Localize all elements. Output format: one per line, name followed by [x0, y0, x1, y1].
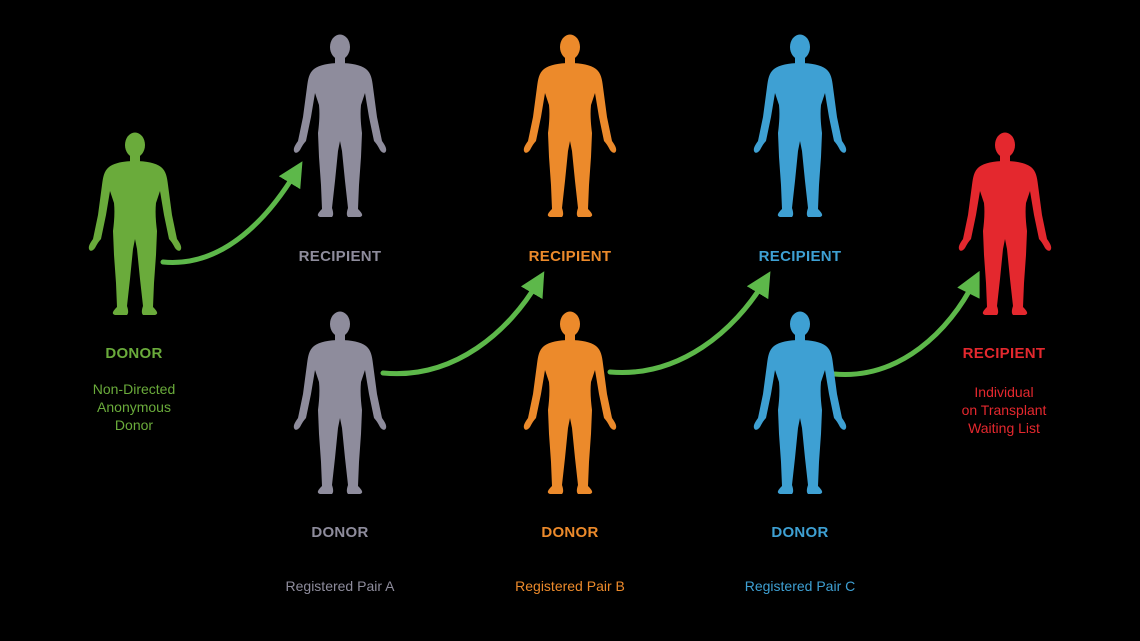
donor-b-label: DONOR: [541, 524, 599, 541]
ndd-person-icon: [80, 131, 190, 321]
recipient-b-label: RECIPIENT: [528, 248, 612, 265]
donor-a-person-icon: [285, 310, 395, 500]
recipient-a-label: RECIPIENT: [298, 248, 382, 265]
recipient-c-person-icon: [745, 33, 855, 223]
final-recipient-label: RECIPIENT: [962, 345, 1046, 362]
ndd-description: Non-Directed Anonymous Donor: [92, 381, 176, 433]
pair-c-label: Registered Pair C: [744, 578, 856, 594]
donor-b-person-icon: [515, 310, 625, 500]
arrow-donor-b-to-recipient-c-icon: [607, 271, 771, 375]
recipient-c-label: RECIPIENT: [758, 248, 842, 265]
pair-a-label: Registered Pair A: [285, 578, 395, 594]
final-recipient-person-icon: [950, 131, 1060, 321]
donor-c-person-icon: [745, 310, 855, 500]
ndd-label: DONOR: [105, 345, 163, 362]
donor-a-label: DONOR: [311, 524, 369, 541]
donor-c-label: DONOR: [771, 524, 829, 541]
pair-b-label: Registered Pair B: [515, 578, 625, 594]
recipient-a-person-icon: [285, 33, 395, 223]
final-recipient-description: Individual on Transplant Waiting List: [961, 384, 1047, 436]
recipient-b-person-icon: [515, 33, 625, 223]
